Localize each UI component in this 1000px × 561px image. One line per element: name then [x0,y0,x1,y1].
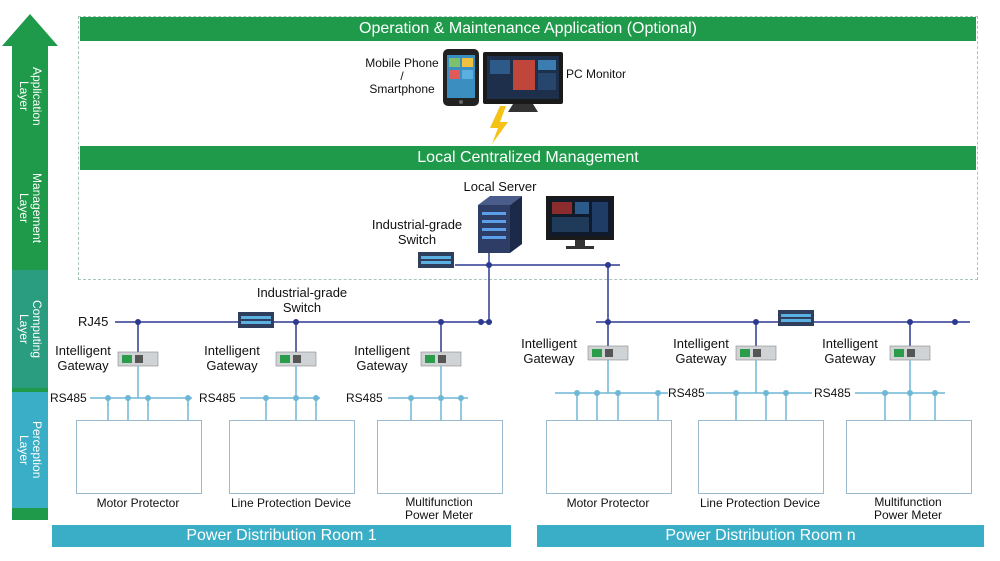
rs485-label: RS485 [346,391,383,405]
industrial-switch-icon [778,310,814,326]
gateway-icon [275,351,317,367]
gateway-icon [420,351,462,367]
device-box-power-meter [846,420,972,494]
gateway-icon [735,345,777,361]
local-server-icon [478,196,522,253]
gateway-icon [889,345,931,361]
management-boundary [78,16,978,280]
gateway-label: Intelligent Gateway [55,343,111,373]
computing-layer-label: Computing Layer [12,270,48,388]
rs485-label: RS485 [668,386,705,400]
device-box-motor-protector [546,420,672,494]
gateway-label: Intelligent Gateway [822,336,878,366]
device-box-power-meter [377,420,503,494]
local-management-bar: Local Centralized Management [80,146,976,170]
mobile-phone-label: Mobile Phone / Smartphone [365,56,439,96]
device-box-line-protection [698,420,824,494]
device-box-motor-protector [76,420,202,494]
industrial-switch-icon [238,312,274,328]
gateway-icon [587,345,629,361]
industrial-switch-label: Industrial-grade Switch [371,217,463,247]
local-server-label: Local Server [463,179,537,194]
pc-monitor-icon [483,52,563,112]
server-monitor-icon [546,196,614,249]
perception-layer-label: Perception Layer [12,392,48,508]
pc-monitor-label: PC Monitor [566,67,627,81]
power-room-n-bar: Power Distribution Room n [537,525,984,547]
gateway-label: Intelligent Gateway [354,343,410,373]
gateway-icon [117,351,159,367]
mobile-phone-icon [443,49,479,106]
industrial-switch-label: Industrial-grade Switch [256,285,348,315]
gateway-label: Intelligent Gateway [521,336,577,366]
rs485-label: RS485 [814,386,851,400]
application-layer-label: Application Layer [12,46,48,146]
motor-protector-label: Motor Protector [566,496,650,510]
rs485-label: RS485 [199,391,236,405]
line-protection-label: Line Protection Device [230,496,352,510]
gateway-label: Intelligent Gateway [204,343,260,373]
power-room-1-bar: Power Distribution Room 1 [52,525,511,547]
multifunction-power-meter-label: Multifunction Power Meter [404,495,474,522]
motor-protector-label: Motor Protector [96,496,180,510]
line-protection-label: Line Protection Device [699,496,821,510]
management-layer-label: Management Layer [12,150,48,266]
rj45-label: RJ45 [78,314,109,329]
lightning-icon [490,106,508,144]
rs485-label: RS485 [50,391,87,405]
gateway-label: Intelligent Gateway [673,336,729,366]
multifunction-power-meter-label: Multifunction Power Meter [873,495,943,522]
om-application-bar: Operation & Maintenance Application (Opt… [80,17,976,41]
industrial-switch-icon [418,252,454,268]
device-box-line-protection [229,420,355,494]
